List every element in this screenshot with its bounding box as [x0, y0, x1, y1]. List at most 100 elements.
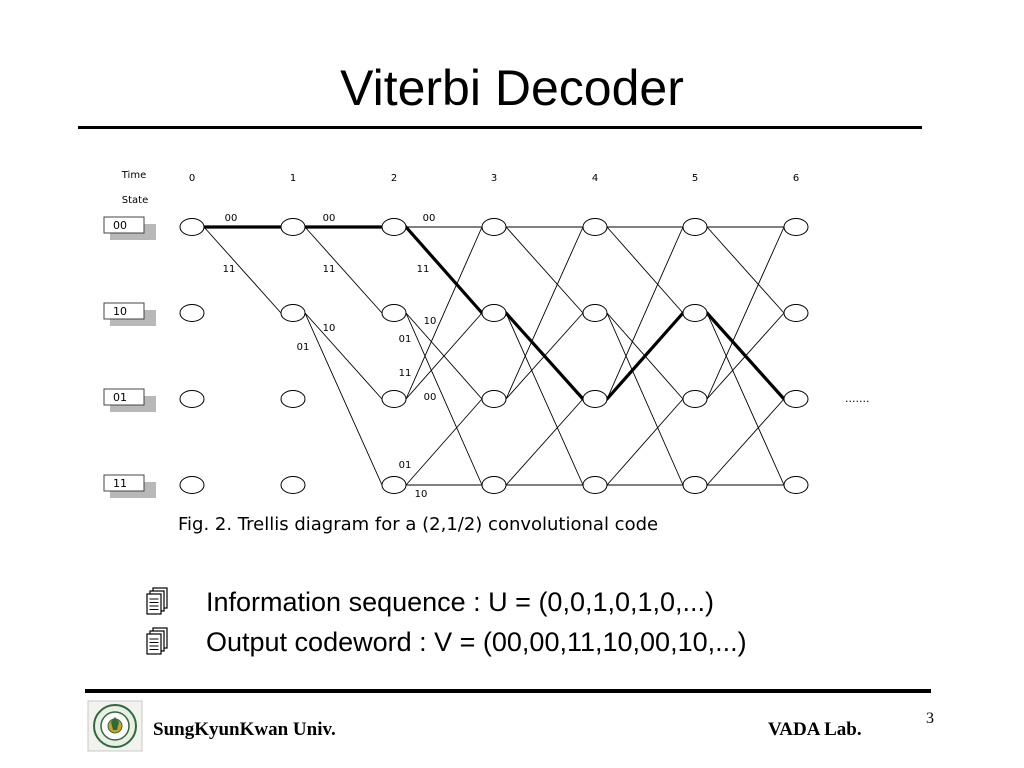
edge-output-label: 11 [323, 264, 336, 275]
trellis-edge [606, 226, 684, 400]
decoded-path-segment [705, 311, 786, 401]
trellis-node [783, 476, 809, 494]
trellis-edge [405, 398, 483, 486]
trellis-node [582, 390, 608, 408]
trellis-node [179, 476, 205, 494]
state-box [103, 216, 145, 234]
trellis-edge [706, 226, 785, 400]
trellis-edge [405, 312, 483, 486]
trellis-edge [505, 312, 584, 486]
trellis-node [682, 218, 708, 236]
bullet-list: Information sequence : U = (0,0,1,0,1,0,… [145, 582, 747, 662]
trellis-edge [505, 226, 584, 400]
decoded-path-segment [605, 311, 685, 401]
edge-output-label: 00 [323, 213, 336, 224]
time-step-label: 2 [391, 173, 397, 184]
decoded-path-segment [404, 225, 484, 315]
trellis-node [682, 476, 708, 494]
time-step-label: 4 [592, 173, 598, 184]
state-box [103, 302, 145, 320]
trellis-node [481, 476, 507, 494]
edge-output-label: 00 [424, 392, 437, 403]
slide-title: Viterbi Decoder [340, 60, 684, 116]
edge-output-label: 10 [323, 323, 336, 334]
trellis-edge [505, 398, 584, 486]
trellis-node [682, 390, 708, 408]
trellis-edge [606, 312, 684, 486]
edge-output-label: 10 [424, 316, 437, 327]
edge-output-label: 10 [415, 489, 428, 500]
trellis-edge [405, 312, 483, 400]
trellis-node [682, 304, 708, 322]
document-icon [146, 627, 168, 655]
decoded-path-segment [504, 311, 585, 401]
trellis-node [481, 304, 507, 322]
trellis-node [582, 218, 608, 236]
trellis-node [783, 390, 809, 408]
trellis-edge [505, 226, 584, 314]
trellis-nodes [179, 218, 809, 494]
state-box [103, 388, 145, 406]
time-step-label: 6 [793, 173, 799, 184]
time-step-label: 0 [189, 173, 195, 184]
trellis-node [481, 218, 507, 236]
trellis-edge [405, 226, 483, 400]
trellis-node [582, 304, 608, 322]
trellis-edge [304, 226, 383, 314]
footer-university: SungKyunKwan Univ. [153, 719, 336, 740]
continuation-dots: ....... [845, 392, 869, 405]
trellis-node [280, 390, 306, 408]
footer-lab: VADA Lab. [768, 719, 862, 740]
time-step-label: 1 [290, 173, 296, 184]
document-icon [146, 587, 168, 615]
decoded-path [202, 225, 786, 401]
edge-output-label: 11 [399, 368, 412, 379]
edge-output-label: 01 [297, 342, 310, 353]
trellis-node [179, 304, 205, 322]
trellis-node [179, 390, 205, 408]
trellis-edge [304, 312, 383, 486]
state-box-label: 01 [113, 391, 127, 404]
trellis-edge [606, 398, 684, 486]
state-box-label: 10 [113, 305, 127, 318]
trellis-edge [606, 226, 684, 314]
trellis-node [381, 304, 407, 322]
figure-caption: Fig. 2. Trellis diagram for a (2,1/2) co… [178, 514, 658, 535]
state-label-boxes: 00 10 01 11 [103, 216, 156, 498]
trellis-edge [304, 312, 383, 400]
trellis-edge [706, 398, 785, 486]
edge-output-label: 01 [399, 334, 412, 345]
information-sequence-text: Information sequence : U = (0,0,1,0,1,0,… [206, 586, 715, 617]
trellis-edges [203, 226, 785, 486]
state-box-label: 11 [113, 477, 127, 490]
page-number: 3 [926, 710, 934, 727]
state-box-label: 00 [113, 219, 127, 232]
trellis-node [582, 476, 608, 494]
time-step-label: 3 [491, 173, 497, 184]
trellis-node [381, 390, 407, 408]
footer-divider [85, 689, 931, 693]
trellis-edge [203, 226, 282, 314]
trellis-node [381, 476, 407, 494]
edge-output-label: 11 [417, 264, 430, 275]
bullet-output-codeword: Output codeword : V = (00,00,11,10,00,10… [145, 622, 747, 662]
trellis-node [179, 218, 205, 236]
trellis-node [783, 218, 809, 236]
trellis-edge [706, 312, 785, 486]
state-box [103, 474, 145, 492]
trellis-node [783, 304, 809, 322]
trellis-node [481, 390, 507, 408]
trellis-node [381, 218, 407, 236]
edge-output-label: 00 [225, 213, 238, 224]
output-codeword-text: Output codeword : V = (00,00,11,10,00,10… [206, 626, 747, 657]
trellis-node [280, 476, 306, 494]
trellis-node [280, 218, 306, 236]
edge-output-label: 11 [223, 264, 236, 275]
bullet-information-sequence: Information sequence : U = (0,0,1,0,1,0,… [145, 582, 747, 622]
trellis-node [280, 304, 306, 322]
time-label: Time [121, 170, 146, 181]
state-label: State [122, 195, 148, 206]
trellis-edge [706, 226, 785, 314]
